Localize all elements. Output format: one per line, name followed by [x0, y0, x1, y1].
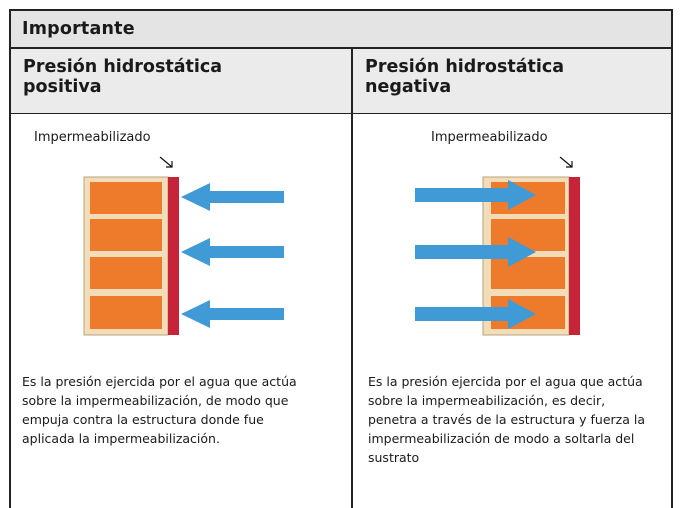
negative-title-line1: Presión hidrostática: [365, 57, 565, 77]
positive-description-line: sobre la impermeabilización, de modo que: [22, 393, 289, 408]
positive-title-line2: positiva: [23, 77, 102, 97]
positive-water-arrow-icon: [181, 183, 284, 328]
negative-description: Es la presión ejercida por el agua que a…: [368, 372, 645, 467]
positive-description-line: empuja contra la estructura donde fue: [22, 412, 264, 427]
negative-column-heading: Presión hidrostática negativa: [353, 49, 671, 114]
positive-waterproofing-label: Impermeabilizado: [34, 130, 151, 145]
header-title: Importante: [22, 19, 135, 39]
negative-description-line: penetra a través de la estructura y fuer…: [368, 412, 646, 427]
header-row: Importante: [9, 9, 673, 49]
negative-description-line: sustrato: [368, 450, 420, 465]
positive-description-line: Es la presión ejercida por el agua que a…: [22, 374, 297, 389]
negative-water-arrow-icon: [415, 180, 536, 329]
positive-pointer-arrow-icon: [159, 156, 173, 168]
negative-membrane: [569, 177, 580, 335]
positive-brick-wall: [83, 176, 169, 336]
negative-description-line: Es la presión ejercida por el agua que a…: [368, 374, 643, 389]
positive-title-line1: Presión hidrostática: [23, 57, 223, 77]
column-divider: [351, 49, 353, 508]
negative-description-line: impermeabilización de modo a soltarla de…: [368, 431, 635, 446]
positive-description-line: aplicada la impermeabilización.: [22, 431, 220, 446]
negative-title-line2: negativa: [365, 77, 452, 97]
negative-description-line: sobre la impermeabilización, es decir,: [368, 393, 606, 408]
positive-column-heading: Presión hidrostática positiva: [11, 49, 352, 114]
negative-pressure-diagram: [415, 156, 580, 336]
positive-description: Es la presión ejercida por el agua que a…: [22, 372, 297, 448]
negative-waterproofing-label: Impermeabilizado: [431, 130, 548, 145]
positive-pressure-diagram: [83, 156, 284, 336]
positive-membrane: [168, 177, 179, 335]
negative-pointer-arrow-icon: [559, 156, 573, 168]
